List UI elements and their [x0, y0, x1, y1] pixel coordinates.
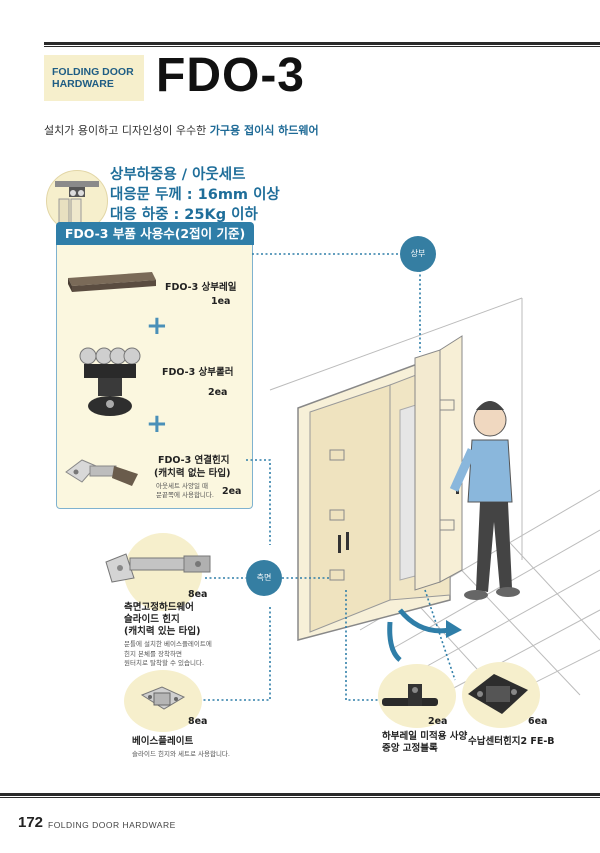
plus-icon-2: + [146, 409, 168, 439]
upper-rail-image [66, 270, 158, 304]
side-hinge-note-2: 힌지 본체를 장착하면 [124, 649, 182, 658]
center-hinge-qty: 6ea [528, 716, 548, 727]
side-hinge-note: 문틀에 설치한 베이스플레이트에 힌지 본체를 장착하면 원터치로 탈착할 수 … [124, 640, 212, 669]
part-qty-rail: 1ea [211, 296, 231, 307]
model-title: FDO-3 [156, 49, 305, 102]
spec-line-2: 대응문 두께 : 16mm 이상 [110, 187, 280, 203]
connecting-hinge-image [62, 452, 142, 496]
part-qty-roller: 2ea [208, 387, 228, 398]
lower-block-label: 하부레일 미적용 사양 중앙 고정블록 [382, 731, 467, 755]
lower-block-label-2: 중앙 고정블록 [382, 743, 438, 754]
folding-door-illustration [250, 240, 600, 714]
lower-block-label-1: 하부레일 미적용 사양 [382, 731, 468, 742]
tagline-highlight: 가구용 접이식 하드웨어 [209, 124, 319, 137]
spec-line-3: 대응 하중 : 25Kg 이하 [110, 207, 258, 223]
header-rule [44, 42, 600, 45]
base-plate-label: 베이스플레이트 [132, 736, 194, 747]
center-hinge-label: 수납센터힌지2 FE-B [468, 736, 555, 747]
page-number: 172 [18, 814, 44, 831]
part-name-roller: FDO-3 상부롤러 [162, 367, 234, 378]
part-qty-hinge: 2ea [222, 486, 242, 497]
spec-line-1: 상부하중용 / 아웃세트 [110, 167, 246, 183]
side-hinge-label: 측면고정하드웨어 슬라이드 힌지 (캐치력 있는 타입) [124, 602, 200, 638]
callout-side: 측면 [246, 560, 282, 596]
side-hinge-label-1: 측면고정하드웨어 [124, 602, 194, 613]
side-hinge-image [104, 548, 214, 592]
center-hinge-image [464, 668, 532, 728]
tagline-prefix: 설치가 용이하고 디자인성이 우수한 [44, 124, 210, 137]
footer-rule-thin [0, 797, 600, 798]
side-hinge-note-3: 원터치로 탈착할 수 있습니다. [124, 659, 205, 667]
side-hinge-label-2: 슬라이드 힌지 [124, 614, 180, 625]
callout-top: 상부 [400, 236, 436, 272]
parts-panel-title: FDO-3 부품 사용수(2접이 기준) [56, 222, 254, 245]
footer-rule [0, 793, 600, 796]
lower-block-image [378, 680, 450, 718]
part-name-hinge-type: (캐치력 없는 타입) [154, 468, 231, 479]
side-hinge-qty: 8ea [188, 589, 208, 600]
side-hinge-note-1: 문틀에 설치한 베이스플레이트에 [124, 640, 212, 648]
footer-section: FOLDING DOOR HARDWARE [48, 820, 176, 830]
part-note-hinge: 아웃세트 사양일 때 문끝쪽에 사용합니다. [156, 482, 214, 500]
tagline: 설치가 용이하고 디자인성이 우수한 가구용 접이식 하드웨어 [44, 122, 319, 138]
category-label: FOLDING DOOR HARDWARE [52, 66, 134, 90]
category-box [44, 55, 144, 101]
part-note-hinge-1: 아웃세트 사양일 때 [156, 482, 208, 490]
plus-icon: + [146, 311, 168, 341]
header-rule-thin [44, 46, 600, 47]
category-line-1: FOLDING DOOR [52, 66, 134, 78]
base-plate-image [138, 683, 188, 721]
side-hinge-label-3: (캐치력 있는 타입) [124, 626, 201, 637]
category-line-2: HARDWARE [52, 78, 114, 90]
part-note-hinge-2: 문끝쪽에 사용합니다. [156, 491, 214, 499]
base-plate-qty: 8ea [188, 716, 208, 727]
part-name-hinge: FDO-3 연결힌지 [158, 455, 230, 466]
base-plate-note: 슬라이드 힌지와 세트로 사용합니다. [132, 750, 230, 758]
lower-block-qty: 2ea [428, 716, 448, 727]
part-name-rail: FDO-3 상부레일 [165, 282, 237, 293]
roller-detail-icon [46, 170, 108, 232]
upper-roller-image [74, 346, 144, 425]
